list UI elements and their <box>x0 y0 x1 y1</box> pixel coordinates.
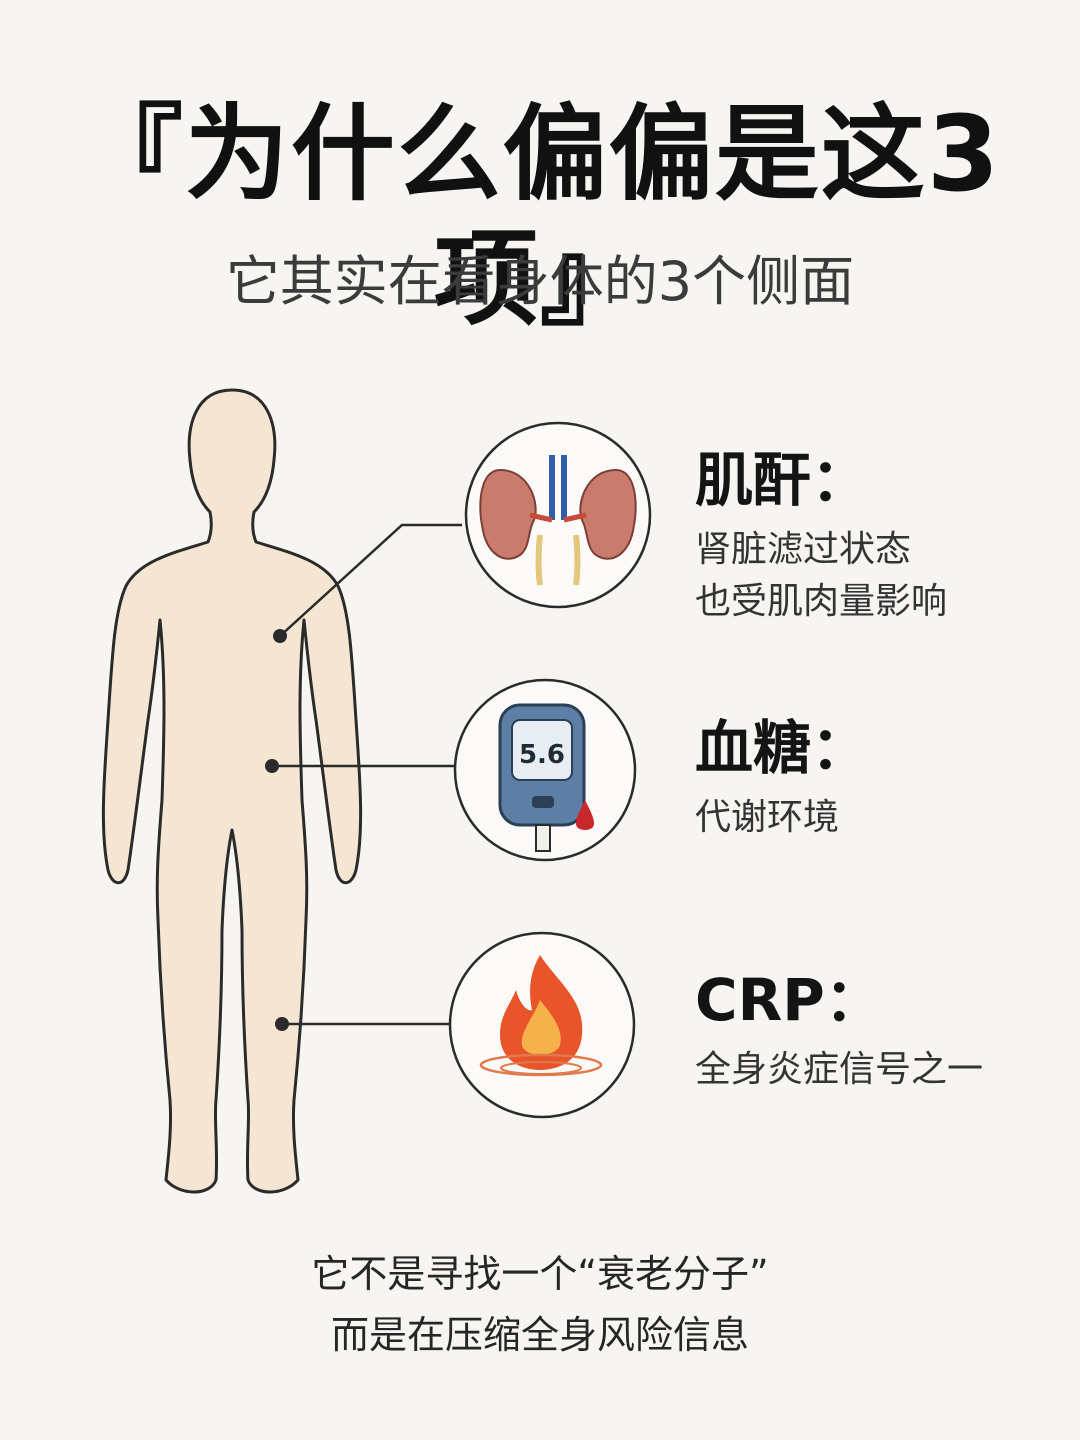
footer-line-2: 而是在压缩全身风险信息 <box>330 1313 749 1357</box>
glucose-icon-circle: 5.6 <box>453 678 637 862</box>
label-creatinine-title: 肌酐： <box>695 446 870 514</box>
label-glucose: 血糖： 代谢环境 <box>695 714 869 844</box>
human-body-silhouette <box>101 388 363 1194</box>
label-creatinine-desc: 肾脏滤过状态 也受肌肉量影响 <box>695 524 947 628</box>
label-creatinine-desc-line: 肾脏滤过状态 <box>695 528 912 570</box>
kidney-icon-circle <box>464 421 652 609</box>
page-title: 『为什么偏偏是这3项』 <box>78 93 1002 340</box>
page-subtitle: 它其实在看身体的3个侧面 <box>225 250 855 313</box>
label-creatinine-desc-line: 也受肌肉量影响 <box>695 580 948 622</box>
label-crp-desc: 全身炎症信号之一 <box>695 1044 983 1096</box>
connector-dots <box>265 629 289 1031</box>
label-glucose-desc-line: 代谢环境 <box>695 796 840 838</box>
connector-lines <box>272 523 462 1026</box>
glucose-meter-icon: 5.6 <box>498 703 594 852</box>
label-creatinine: 肌酐： 肾脏滤过状态 也受肌肉量影响 <box>695 446 947 628</box>
flame-icon-circle <box>448 931 636 1119</box>
label-crp-desc-line: 全身炎症信号之一 <box>695 1048 984 1090</box>
label-crp-title: CRP： <box>695 966 883 1034</box>
footer-note: 它不是寻找一个“衰老分子” 而是在压缩全身风险信息 <box>0 1246 1080 1368</box>
label-crp: CRP： 全身炎症信号之一 <box>695 966 983 1096</box>
flame-icon <box>479 955 603 1077</box>
meter-reading: 5.6 <box>519 740 565 770</box>
label-glucose-title: 血糖： <box>695 714 870 782</box>
kidney-icon <box>479 455 637 586</box>
label-glucose-desc: 代谢环境 <box>695 792 869 844</box>
footer-line-1: 它不是寻找一个“衰老分子” <box>311 1252 769 1296</box>
